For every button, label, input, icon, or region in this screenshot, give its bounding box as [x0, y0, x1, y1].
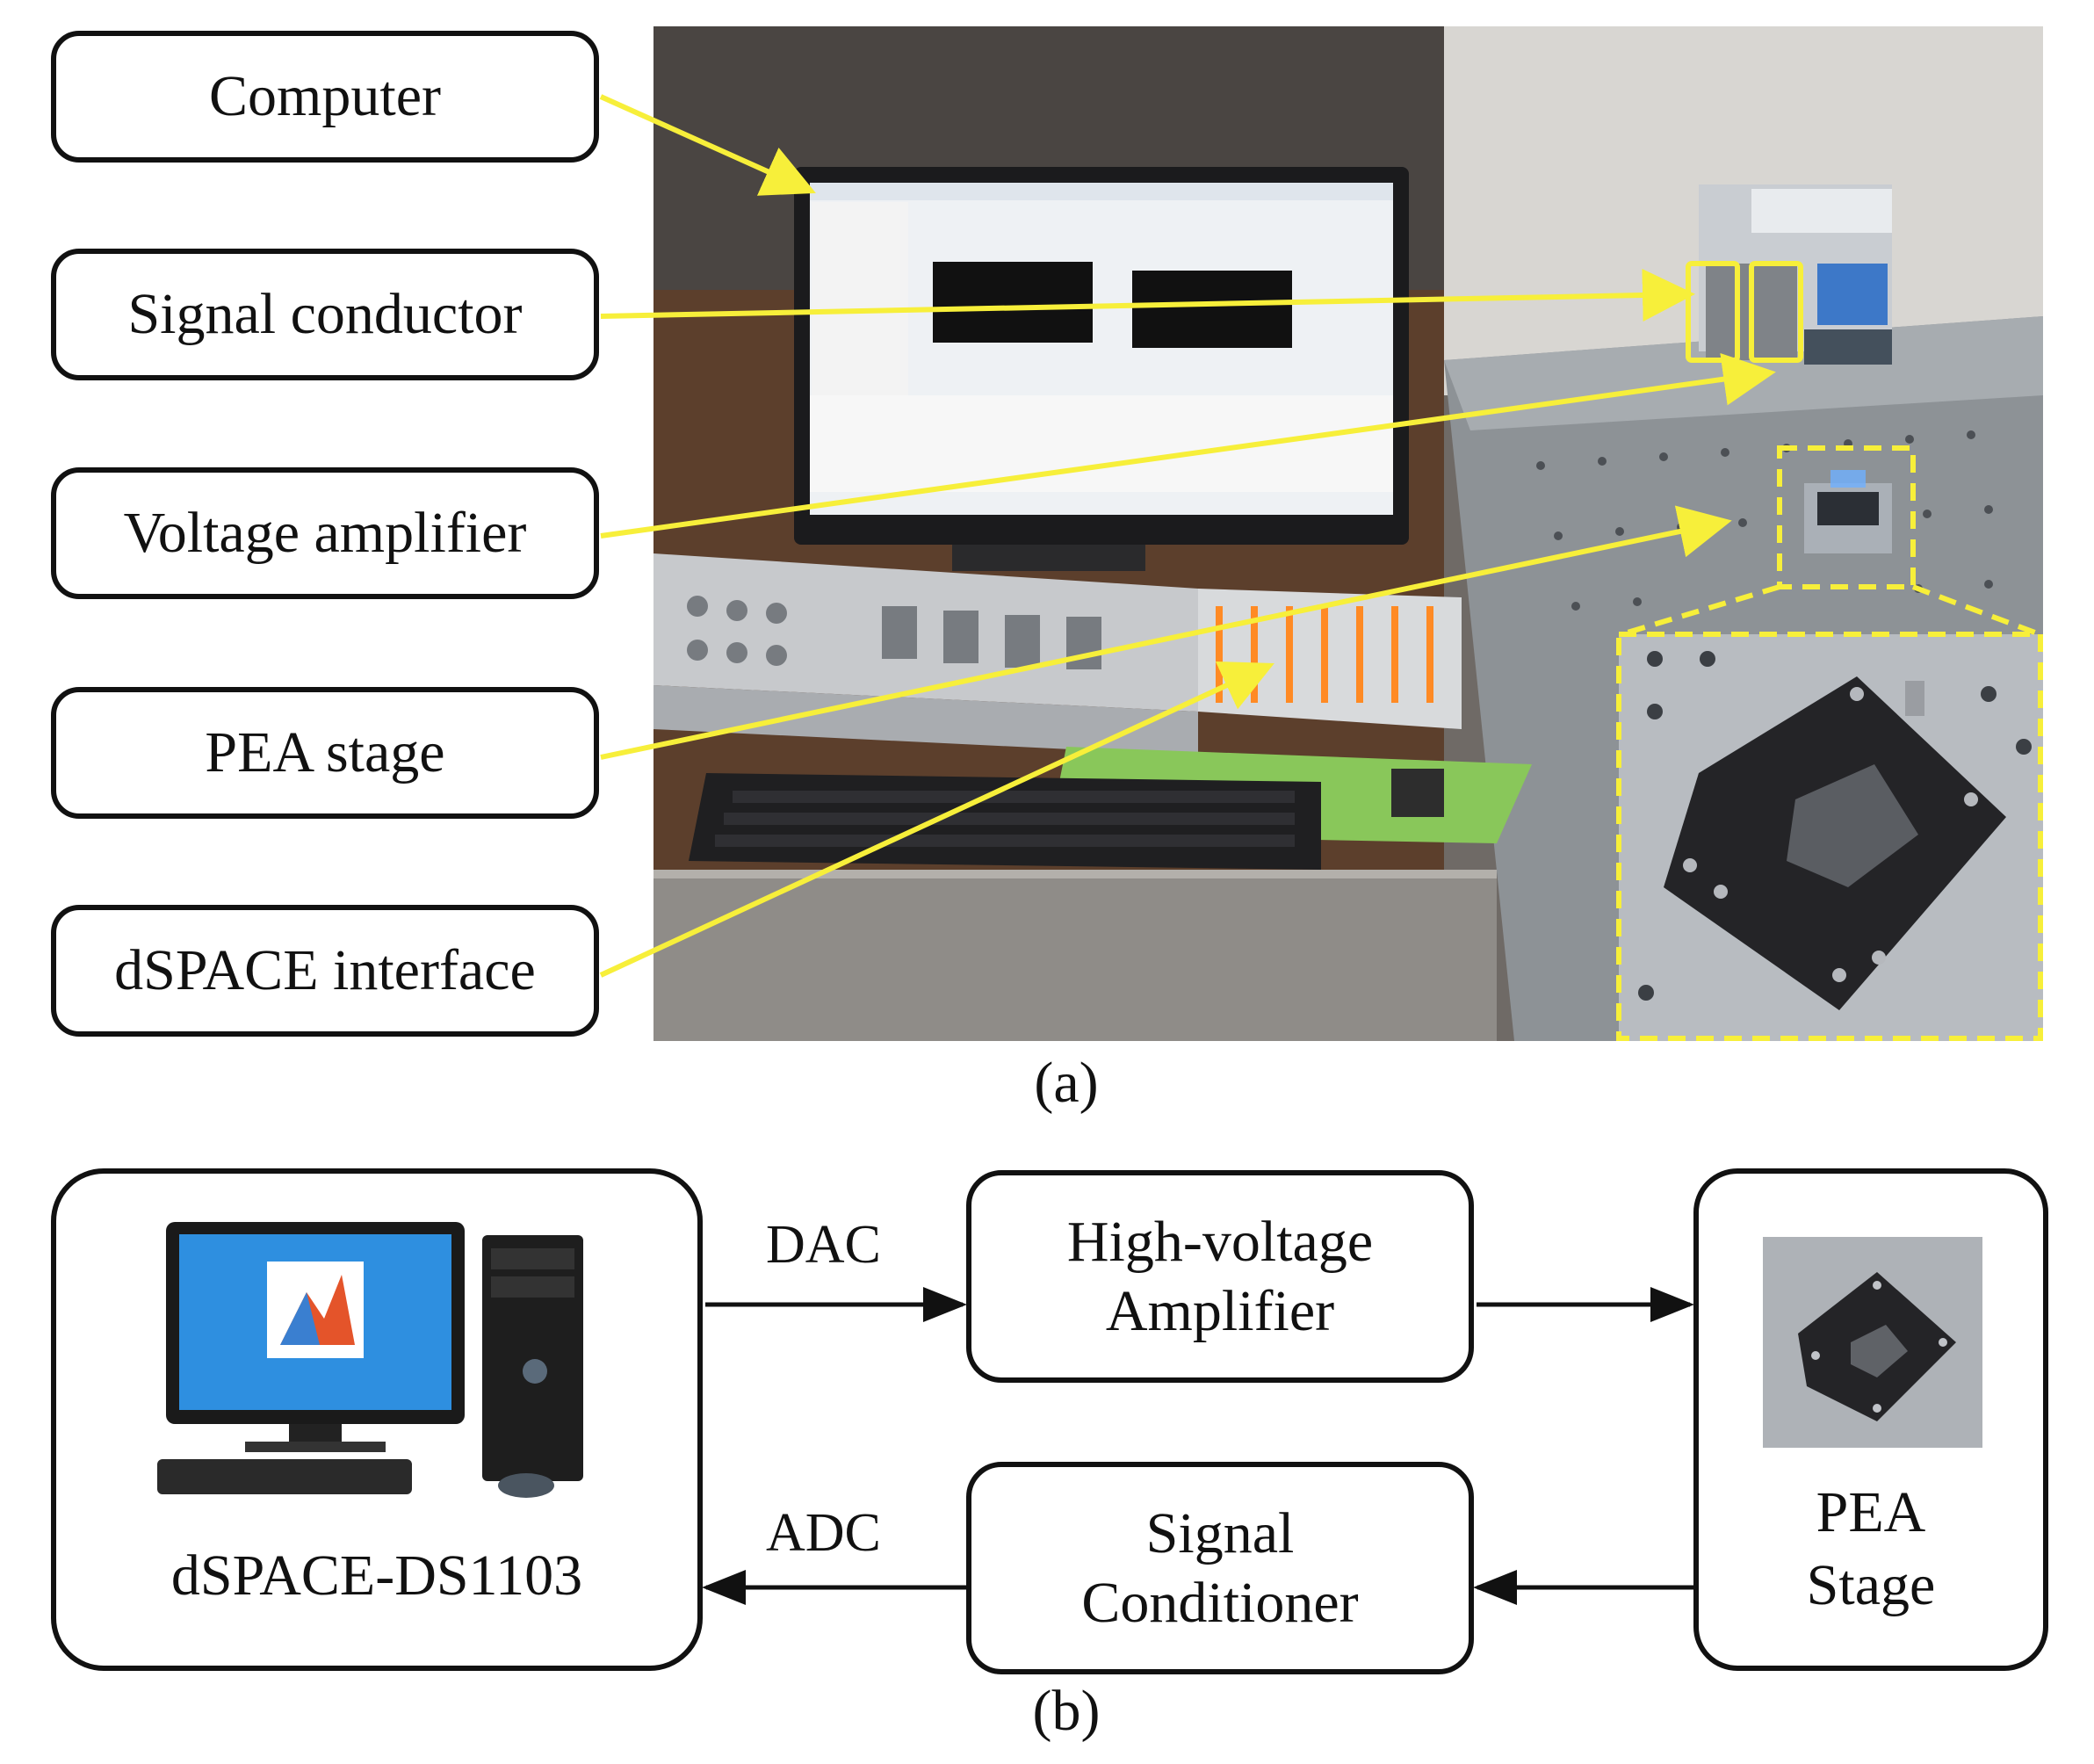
conditioner-line2: Conditioner	[1081, 1571, 1359, 1635]
pea-stage-text: PEA Stage	[1699, 1477, 2043, 1622]
pea-stage-thumbnail	[1763, 1237, 1982, 1448]
signal-conductor-label: Signal conductor	[127, 282, 523, 346]
signal-conditioner-block: Signal Conditioner	[966, 1462, 1474, 1674]
stage-line1: PEA	[1816, 1480, 1926, 1544]
signal-conductor-arrow	[600, 268, 1695, 322]
stage-line2: Stage	[1806, 1552, 1936, 1617]
caption-b: (b)	[1032, 1679, 1101, 1743]
dspace-interface-arrow	[599, 661, 1274, 978]
dspace-computer-block: dSPACE-DS1103	[51, 1168, 703, 1671]
amplifier-line1: High-voltage	[1066, 1209, 1374, 1274]
amplifier-line2: Amplifier	[1105, 1279, 1335, 1343]
computer-illustration	[157, 1222, 583, 1498]
computer-label-box: Computer	[51, 31, 599, 163]
signal-conductor-label-box: Signal conductor	[51, 249, 599, 380]
computer-arrow	[599, 94, 816, 196]
voltage-amplifier-label-box: Voltage amplifier	[51, 467, 599, 599]
high-voltage-amplifier-block: High-voltage Amplifier	[966, 1170, 1474, 1383]
pea-stage-arrow	[600, 505, 1732, 760]
pea-stage-block: PEA Stage	[1693, 1168, 2048, 1671]
conditioner-line1: Signal	[1145, 1500, 1295, 1565]
voltage-amplifier-label: Voltage amplifier	[123, 501, 527, 565]
dac-label: DAC	[766, 1215, 881, 1275]
adc-label: ADC	[766, 1503, 881, 1563]
voltage-amplifier-arrow	[600, 352, 1776, 539]
caption-a: (a)	[1034, 1051, 1099, 1115]
dspace-interface-label: dSPACE interface	[114, 938, 536, 1002]
lab-setup-photo	[653, 26, 2043, 1041]
computer-label: Computer	[209, 64, 441, 128]
dspace-interface-label-box: dSPACE interface	[51, 905, 599, 1037]
pea-stage-label-box: PEA stage	[51, 687, 599, 819]
pea-stage-label: PEA stage	[205, 720, 445, 784]
dspace-ds1103-label: dSPACE-DS1103	[170, 1544, 583, 1608]
